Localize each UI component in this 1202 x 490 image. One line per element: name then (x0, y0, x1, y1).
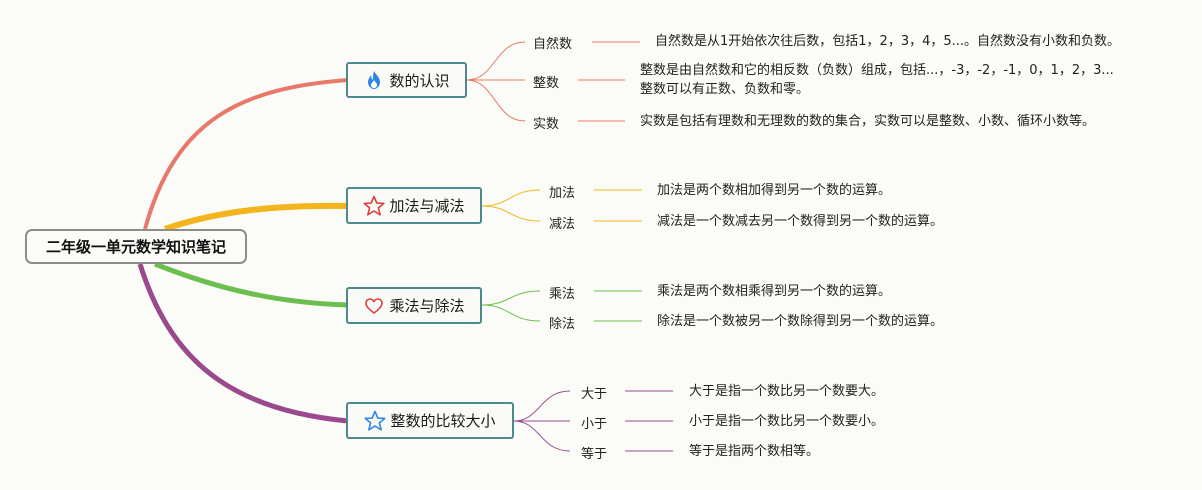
desc-greater-than: 大于是指一个数比另一个数要大。 (689, 384, 885, 399)
branch-label: 数的认识 (389, 71, 450, 90)
connector-root-branch-1 (143, 78, 349, 230)
root-topic[interactable]: 二年级一单元数学知识笔记 (25, 229, 247, 264)
term-equal-to[interactable]: 等于 (581, 447, 608, 462)
term-real-number[interactable]: 实数 (533, 117, 560, 132)
desc-division: 除法是一个数被另一个数除得到另一个数的运算。 (657, 314, 944, 329)
desc-addition: 加法是两个数相加得到另一个数的运算。 (657, 183, 892, 198)
desc-integer-line2: 整数可以有正数、负数和零。 (640, 82, 810, 97)
desc-less-than: 小于是指一个数比另一个数要小。 (689, 414, 885, 429)
term-greater-than[interactable]: 大于 (581, 387, 608, 402)
desc-multiplication: 乘法是两个数相乘得到另一个数的运算。 (657, 284, 892, 299)
term-subtraction[interactable]: 减法 (549, 217, 576, 232)
fire-icon (363, 69, 385, 91)
root-topic-label: 二年级一单元数学知识笔记 (45, 238, 226, 256)
connector-root-branch-2 (164, 202, 349, 232)
branch-label: 加法与减法 (389, 197, 465, 215)
term-less-than[interactable]: 小于 (581, 417, 608, 432)
heart-outline-icon (363, 295, 385, 317)
desc-real-number: 实数是包括有理数和无理数的数的集合，实数可以是整数、小数、循环小数等。 (640, 114, 1096, 129)
branch-label: 整数的比较大小 (390, 412, 496, 430)
star-outline-blue-icon (364, 410, 387, 432)
branch-label: 乘法与除法 (389, 297, 465, 315)
star-outline-red-icon (363, 195, 386, 217)
branch-number-recognition[interactable]: 数的认识 (346, 62, 467, 98)
term-addition[interactable]: 加法 (549, 186, 576, 201)
desc-subtraction: 减法是一个数减去另一个数得到另一个数的运算。 (657, 214, 944, 229)
term-natural-number[interactable]: 自然数 (533, 37, 573, 52)
branch-integer-comparison[interactable]: 整数的比较大小 (346, 402, 514, 439)
desc-natural-number: 自然数是从1开始依次往后数，包括1，2，3，4，5...。自然数没有小数和负数。 (655, 34, 1121, 49)
connector-root-branch-4 (137, 263, 349, 424)
desc-integer: 整数是由自然数和它的相反数（负数）组成，包括...，-3，-2，-1，0，1，2… (640, 63, 1114, 78)
branch-multiplication-division[interactable]: 乘法与除法 (346, 287, 482, 324)
term-multiplication[interactable]: 乘法 (549, 287, 576, 302)
desc-equal-to: 等于是指两个数相等。 (689, 444, 820, 459)
branch-addition-subtraction[interactable]: 加法与减法 (346, 187, 482, 224)
term-integer[interactable]: 整数 (533, 76, 560, 91)
connector-root-branch-3 (154, 261, 349, 308)
term-division[interactable]: 除法 (549, 317, 576, 332)
